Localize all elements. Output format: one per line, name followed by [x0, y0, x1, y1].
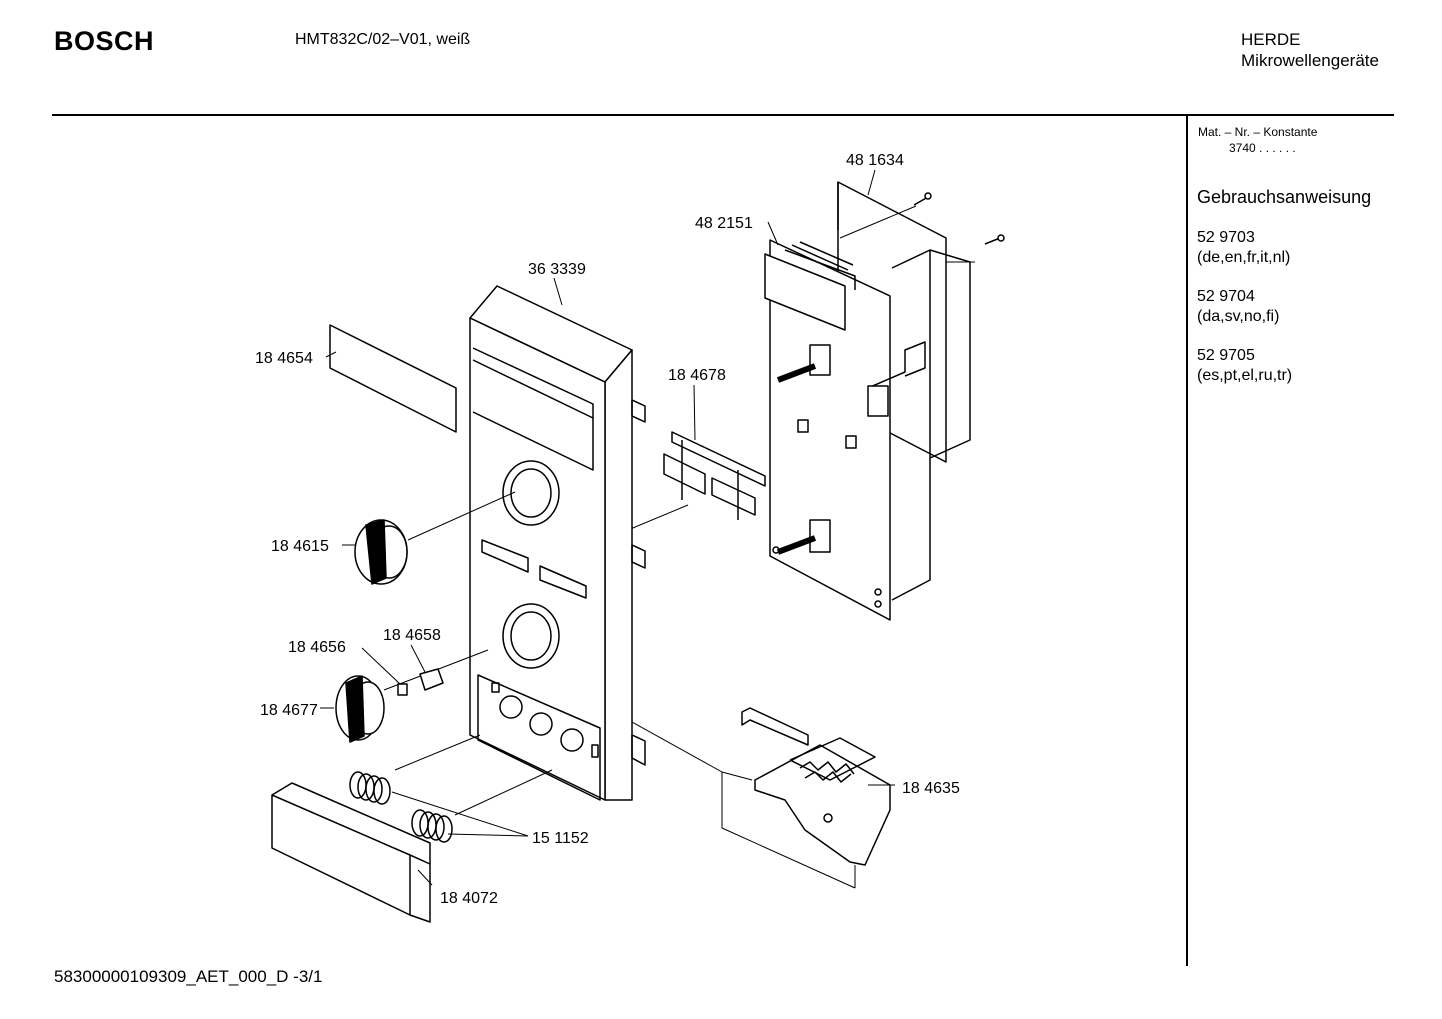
part-label: 18 4635: [902, 780, 960, 797]
doc-languages: (es,pt,el,ru,tr): [1197, 367, 1293, 384]
brand-logo: BOSCH: [54, 26, 155, 56]
part-label: 18 4072: [440, 890, 498, 907]
category-line-1: HERDE: [1241, 30, 1301, 49]
screw-icon: [839, 192, 1005, 245]
model-title: HMT832C/02–V01, weiß: [295, 31, 471, 48]
door-lever: [741, 707, 891, 866]
category-line-2: Mikrowellengeräte: [1241, 51, 1379, 70]
part-label: 18 4677: [260, 702, 318, 719]
assembly-guides: [631, 721, 856, 889]
part-label: 48 2151: [695, 215, 753, 232]
mat-nr-label: Mat. – Nr. – Konstante: [1198, 125, 1318, 139]
doc-languages: (da,sv,no,fi): [1197, 308, 1280, 325]
part-label: 36 3339: [528, 261, 586, 278]
doc-languages: (de,en,fr,it,nl): [1197, 249, 1291, 266]
control-panel: [469, 285, 646, 801]
header-divider: [52, 114, 1394, 116]
part-label: 18 4654: [255, 350, 313, 367]
manual-title: Gebrauchsanweisung: [1197, 187, 1372, 207]
display-window: [329, 324, 457, 433]
part-label: 15 1152: [532, 830, 589, 847]
part-label: 18 4658: [383, 627, 441, 644]
knob-icon: [335, 491, 516, 743]
doc-number: 52 9705: [1197, 347, 1255, 364]
doc-number: 52 9704: [1197, 288, 1255, 305]
mat-nr-value: 3740 . . . . . .: [1229, 141, 1296, 155]
clip-icon: [361, 644, 444, 696]
part-label: 48 1634: [846, 152, 904, 169]
release-button: [271, 782, 431, 923]
doc-number: 52 9703: [1197, 229, 1255, 246]
control-board: [764, 239, 926, 621]
leader-lines: [320, 169, 895, 886]
spring-icon: [349, 734, 553, 843]
part-label: 18 4615: [271, 538, 329, 555]
part-label: 18 4678: [668, 367, 726, 384]
exploded-view-diagram: 48 1634 48 2151 36 3339 18 4654 18 4678 …: [255, 152, 1005, 923]
button-block: [627, 431, 766, 531]
potentiometer-icon: [776, 344, 831, 555]
sidebar-divider: [1186, 116, 1188, 966]
document-footer: 58300000109309_AET_000_D -3/1: [54, 967, 323, 986]
part-label: 18 4656: [288, 639, 346, 656]
